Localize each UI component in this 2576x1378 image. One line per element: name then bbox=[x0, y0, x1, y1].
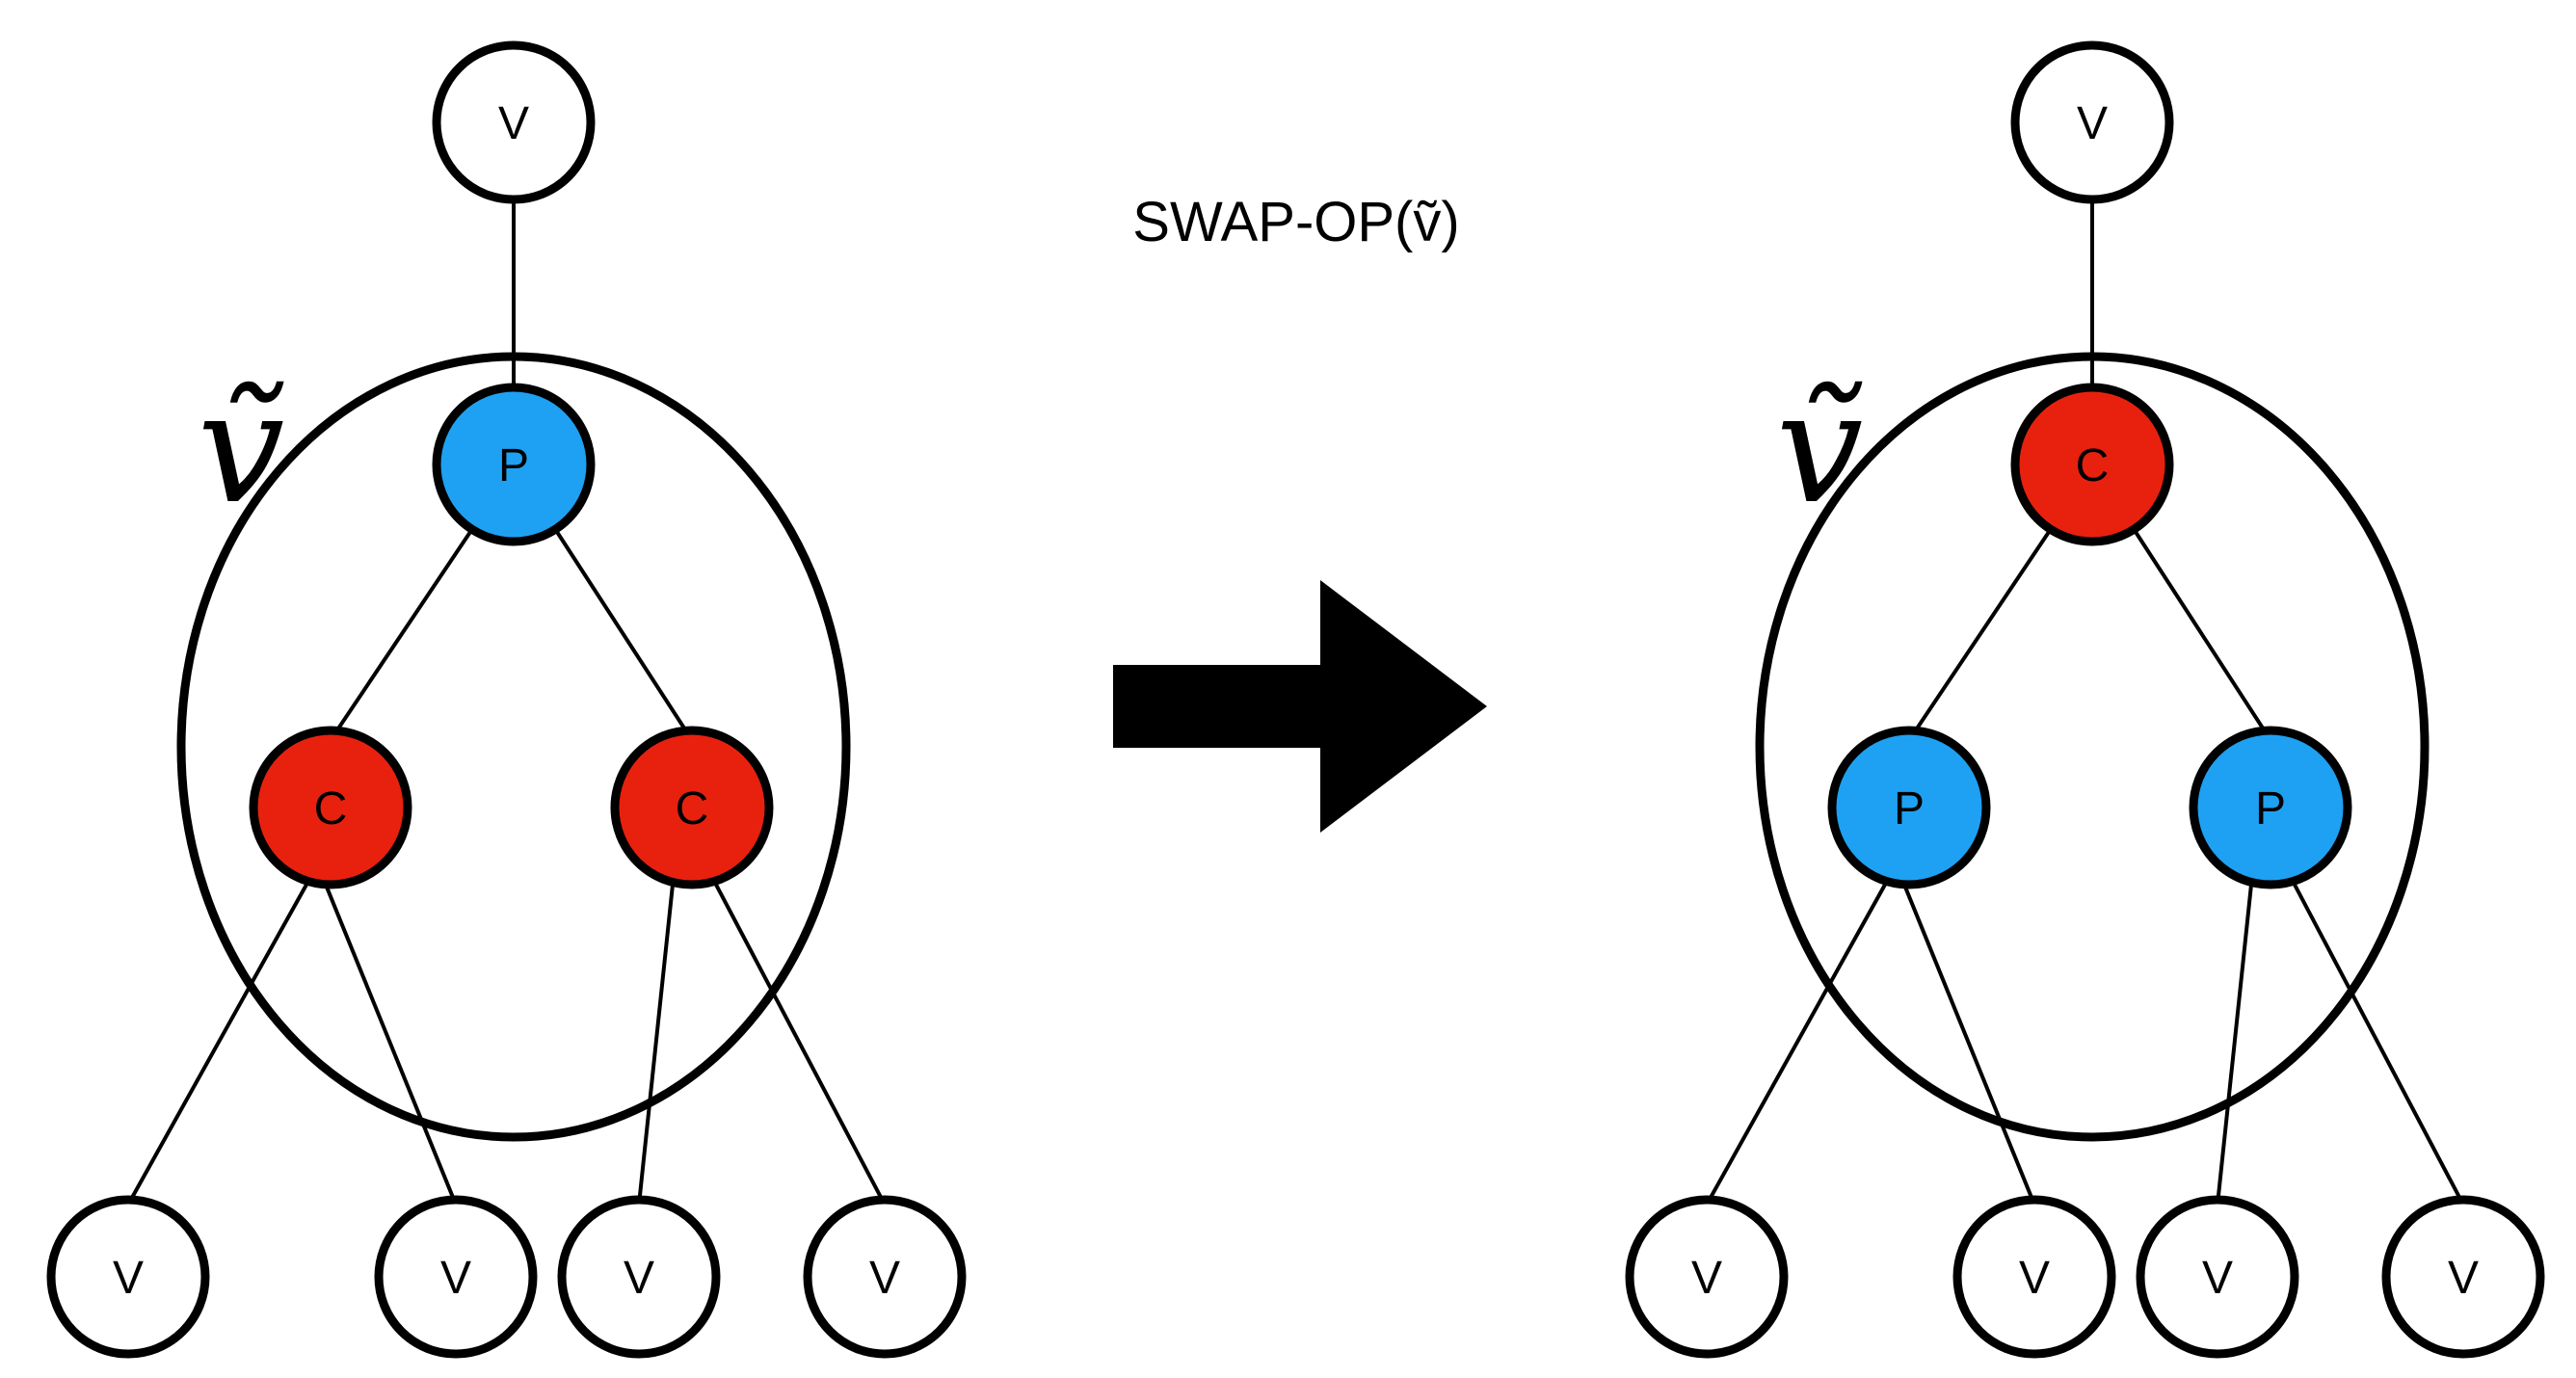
group-label-after: ṽ bbox=[1776, 358, 1863, 538]
node-label-root: P bbox=[498, 440, 529, 491]
edge-left-leaf2 bbox=[324, 883, 458, 1206]
node-circle-leaf2 bbox=[374, 1195, 538, 1359]
node-label-right: P bbox=[2255, 783, 2286, 835]
node-right-p: P bbox=[2189, 726, 2352, 889]
node-leaf2-v: V bbox=[1952, 1195, 2116, 1359]
node-label-leaf2: V bbox=[2019, 1253, 2050, 1304]
node-label-leaf3: V bbox=[2202, 1253, 2233, 1304]
node-label-leaf4: V bbox=[2448, 1253, 2479, 1304]
node-label-leaf1: V bbox=[113, 1253, 144, 1304]
node-label-leaf3: V bbox=[624, 1253, 654, 1304]
node-circle-leaf4 bbox=[803, 1195, 967, 1359]
node-circle-leaf1 bbox=[1625, 1195, 1789, 1359]
node-label-top: V bbox=[498, 98, 529, 149]
node-left-c: C bbox=[249, 726, 412, 889]
node-circle-leaf4 bbox=[2381, 1195, 2545, 1359]
node-circle-top bbox=[2010, 40, 2174, 204]
edge-left-leaf1 bbox=[1705, 883, 1887, 1206]
node-top-v: V bbox=[2010, 40, 2174, 204]
node-leaf4-v: V bbox=[2381, 1195, 2545, 1359]
node-leaf1-v: V bbox=[46, 1195, 210, 1359]
node-label-leaf4: V bbox=[869, 1253, 900, 1304]
node-label-top: V bbox=[2077, 98, 2108, 149]
node-leaf1-v: V bbox=[1625, 1195, 1789, 1359]
edge-left-leaf2 bbox=[1902, 883, 2036, 1206]
node-circle-root bbox=[432, 383, 596, 546]
node-leaf3-v: V bbox=[2136, 1195, 2299, 1359]
edge-left-leaf1 bbox=[126, 883, 308, 1206]
edge-right-leaf3 bbox=[2216, 883, 2253, 1206]
node-label-leaf1: V bbox=[1691, 1253, 1722, 1304]
edge-right-leaf3 bbox=[637, 883, 675, 1206]
edge-root-left bbox=[329, 530, 472, 742]
node-root-c: C bbox=[2010, 383, 2174, 546]
node-circle-left bbox=[1827, 726, 1991, 889]
operation-label: SWAP-OP(ṽ) bbox=[1132, 191, 1459, 253]
node-left-p: P bbox=[1827, 726, 1991, 889]
edge-right-leaf4 bbox=[2293, 883, 2465, 1206]
transform-arrow bbox=[1113, 580, 1487, 833]
node-circle-leaf2 bbox=[1952, 1195, 2116, 1359]
node-leaf2-v: V bbox=[374, 1195, 538, 1359]
node-label-root: C bbox=[2076, 440, 2110, 491]
node-label-left: C bbox=[314, 783, 348, 835]
node-circle-leaf1 bbox=[46, 1195, 210, 1359]
node-label-leaf2: V bbox=[440, 1253, 471, 1304]
node-circle-right bbox=[2189, 726, 2352, 889]
node-root-p: P bbox=[432, 383, 596, 546]
edge-root-left bbox=[1907, 530, 2051, 742]
node-top-v: V bbox=[432, 40, 596, 204]
node-label-left: P bbox=[1894, 783, 1925, 835]
node-circle-top bbox=[432, 40, 596, 204]
edge-right-leaf4 bbox=[714, 883, 887, 1206]
edge-root-right bbox=[555, 530, 694, 742]
node-circle-leaf3 bbox=[557, 1195, 721, 1359]
edge-root-right bbox=[2134, 530, 2272, 742]
node-circle-root bbox=[2010, 383, 2174, 546]
node-label-right: C bbox=[676, 783, 709, 835]
node-circle-right bbox=[610, 726, 774, 889]
node-circle-left bbox=[249, 726, 412, 889]
node-circle-leaf3 bbox=[2136, 1195, 2299, 1359]
group-label-before: ṽ bbox=[198, 358, 284, 538]
node-leaf3-v: V bbox=[557, 1195, 721, 1359]
node-leaf4-v: V bbox=[803, 1195, 967, 1359]
node-right-c: C bbox=[610, 726, 774, 889]
